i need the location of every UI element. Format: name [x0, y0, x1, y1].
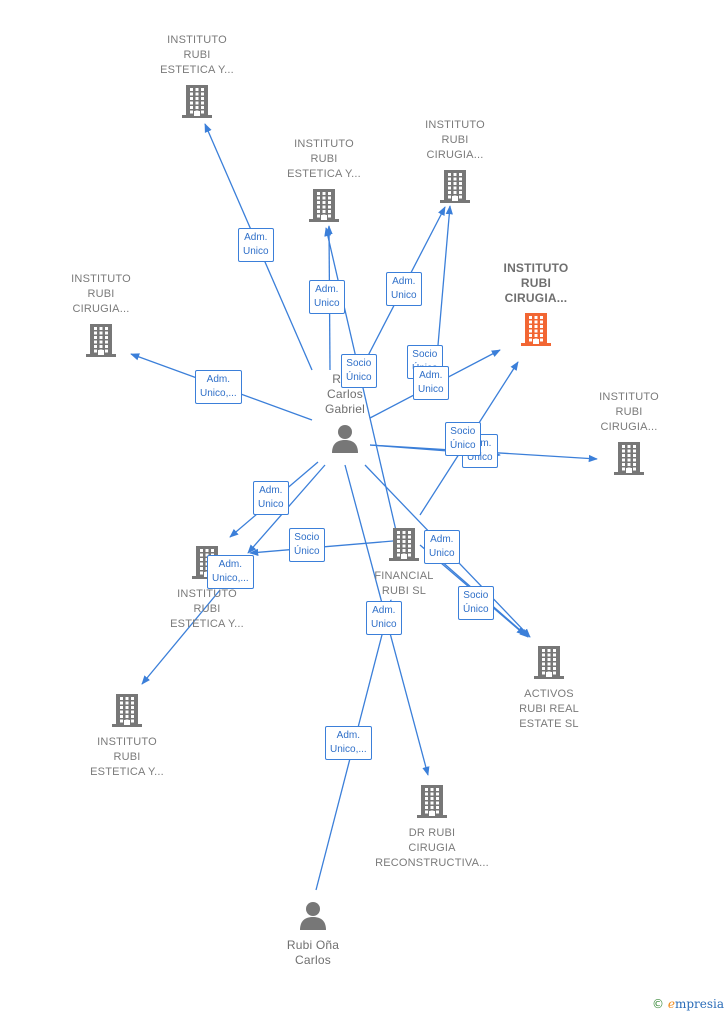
logo-e-letter: e	[667, 997, 675, 1011]
copyright-symbol: ©	[652, 997, 664, 1011]
edge-role-label[interactable]: Adm. Unico	[366, 601, 402, 635]
building-icon	[357, 784, 507, 823]
company-name: INSTITUTO RUBI ESTETICA Y...	[90, 736, 164, 778]
company-name: INSTITUTO RUBI CIRUGIA...	[71, 273, 131, 315]
edge-role-label[interactable]: Adm. Unico	[413, 366, 449, 400]
building-icon	[26, 323, 176, 362]
company-name: INSTITUTO RUBI CIRUGIA...	[599, 391, 659, 433]
person-icon	[270, 423, 420, 458]
person-icon	[238, 900, 388, 935]
edge-role-label[interactable]: Socio Único	[445, 422, 481, 456]
edge-role-label[interactable]: Adm. Unico	[238, 228, 274, 262]
company-node[interactable]: FINANCIAL RUBI SL	[329, 527, 479, 599]
company-name: FINANCIAL RUBI SL	[374, 570, 434, 597]
company-name: INSTITUTO RUBI CIRUGIA...	[503, 261, 569, 305]
company-node[interactable]: INSTITUTO RUBI ESTETICA Y...	[249, 137, 399, 227]
company-node[interactable]: INSTITUTO RUBI CIRUGIA...	[380, 118, 530, 208]
edge-role-label[interactable]: Socio Único	[341, 354, 377, 388]
edge-role-label[interactable]: Adm. Unico,...	[325, 726, 372, 760]
building-icon	[380, 169, 530, 208]
edge-line	[249, 539, 406, 556]
building-icon	[461, 312, 611, 351]
edge-role-label[interactable]: Socio Único	[289, 528, 325, 562]
company-name: INSTITUTO RUBI ESTETICA Y...	[170, 588, 244, 630]
company-node[interactable]: DR RUBI CIRUGIA RECONSTRUCTIVA...	[357, 784, 507, 871]
person-node[interactable]: Rubi Oña Carlos	[238, 900, 388, 968]
building-icon	[52, 693, 202, 732]
company-node[interactable]: INSTITUTO RUBI ESTETICA Y...	[122, 33, 272, 123]
company-name: DR RUBI CIRUGIA RECONSTRUCTIVA...	[375, 827, 489, 869]
person-name: Rubi Oña Carlos	[286, 938, 340, 967]
edge-role-label[interactable]: Adm. Unico,...	[195, 370, 242, 404]
building-icon	[329, 527, 479, 566]
edge-role-label[interactable]: Adm. Unico	[424, 530, 460, 564]
company-node[interactable]: ACTIVOS RUBI REAL ESTATE SL	[474, 645, 624, 732]
logo-text: mpresia	[674, 997, 724, 1011]
company-name: INSTITUTO RUBI ESTETICA Y...	[287, 138, 361, 180]
edge-role-label[interactable]: Adm. Unico	[309, 280, 345, 314]
edge-role-label[interactable]: Adm. Unico,...	[207, 555, 254, 589]
edge-role-label[interactable]: Adm. Unico	[253, 481, 289, 515]
company-node[interactable]: INSTITUTO RUBI CIRUGIA...	[26, 272, 176, 362]
company-name: INSTITUTO RUBI ESTETICA Y...	[160, 34, 234, 76]
company-node-highlighted[interactable]: INSTITUTO RUBI CIRUGIA...	[461, 261, 611, 351]
edge-role-label[interactable]: Adm. Unico	[386, 272, 422, 306]
company-name: INSTITUTO RUBI CIRUGIA...	[425, 119, 485, 161]
building-icon	[474, 645, 624, 684]
edge-line	[141, 589, 221, 685]
edge-role-label[interactable]: Socio Único	[458, 586, 494, 620]
building-icon	[122, 84, 272, 123]
company-node[interactable]: INSTITUTO RUBI ESTETICA Y...	[52, 693, 202, 780]
company-name: ACTIVOS RUBI REAL ESTATE SL	[519, 688, 579, 730]
company-node[interactable]: INSTITUTO RUBI CIRUGIA...	[554, 390, 704, 480]
empresia-logo[interactable]: © empresia	[652, 997, 724, 1011]
building-icon	[554, 441, 704, 480]
building-icon	[249, 188, 399, 227]
